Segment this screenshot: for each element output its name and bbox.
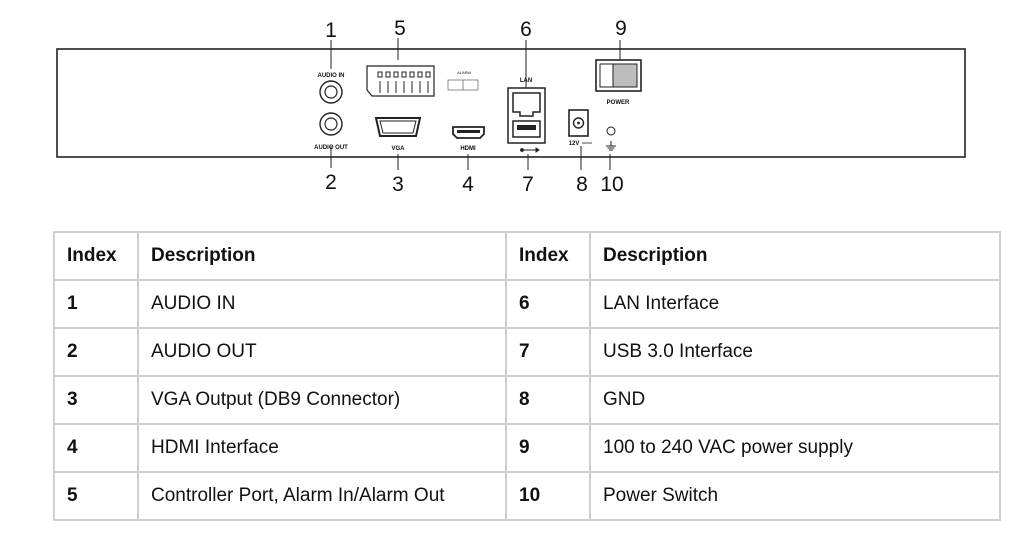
- index-cell: 5: [53, 471, 139, 521]
- index-cell: 7: [505, 327, 591, 377]
- index-cell: 1: [53, 279, 139, 329]
- ground-screw-icon: [606, 126, 616, 151]
- callout-8: 8: [576, 173, 588, 196]
- callout-9: 9: [615, 17, 627, 40]
- index-cell: 2: [53, 327, 139, 377]
- description-cell: Power Switch: [589, 471, 1001, 521]
- index-cell: 6: [505, 279, 591, 329]
- table-row: 1 AUDIO IN 6 LAN Interface: [53, 279, 1001, 329]
- header-description: Description: [137, 231, 507, 281]
- terminal-block-icon: [366, 65, 435, 97]
- usb-symbol-icon: [520, 147, 540, 153]
- hdmi-label: HDMI: [460, 146, 476, 152]
- alarm-label-icon: ALARM: [447, 70, 479, 91]
- callout-6: 6: [520, 18, 532, 41]
- description-cell: GND: [589, 375, 1001, 425]
- description-cell: LAN Interface: [589, 279, 1001, 329]
- description-cell: VGA Output (DB9 Connector): [137, 375, 507, 425]
- description-cell: AUDIO OUT: [137, 327, 507, 377]
- callout-7: 7: [522, 173, 534, 196]
- vga-label: VGA: [391, 146, 405, 152]
- header-index: Index: [53, 231, 139, 281]
- header-description: Description: [589, 231, 1001, 281]
- vga-port-icon: VGA: [374, 117, 422, 152]
- table-row: 4 HDMI Interface 9 100 to 240 VAC power …: [53, 423, 1001, 473]
- audio-in-jack-icon: AUDIO IN: [318, 73, 345, 104]
- callout-10: 10: [600, 173, 623, 196]
- callout-5: 5: [394, 17, 406, 40]
- index-cell: 4: [53, 423, 139, 473]
- description-cell: Controller Port, Alarm In/Alarm Out: [137, 471, 507, 521]
- description-cell: USB 3.0 Interface: [589, 327, 1001, 377]
- dc-power-jack-icon: 12V: [568, 109, 592, 147]
- lan-label: LAN: [520, 78, 532, 84]
- table-header-row: Index Description Index Description: [53, 231, 1001, 281]
- callout-2: 2: [325, 171, 337, 194]
- device-panel: [56, 48, 966, 158]
- index-cell: 10: [505, 471, 591, 521]
- callout-3: 3: [392, 173, 404, 196]
- index-cell: 9: [505, 423, 591, 473]
- description-cell: HDMI Interface: [137, 423, 507, 473]
- table-row: 3 VGA Output (DB9 Connector) 8 GND: [53, 375, 1001, 425]
- power-switch-icon: POWER: [595, 59, 642, 106]
- rear-panel-diagram: 1 2 3 4 5 6 7 8 9 10 AUDIO IN AUDIO OUT …: [56, 17, 966, 196]
- audio-out-label: AUDIO OUT: [314, 145, 348, 151]
- audio-in-label: AUDIO IN: [318, 73, 345, 79]
- dc-label: 12V: [569, 141, 580, 147]
- description-cell: 100 to 240 VAC power supply: [589, 423, 1001, 473]
- description-cell: AUDIO IN: [137, 279, 507, 329]
- index-cell: 3: [53, 375, 139, 425]
- audio-out-jack-icon: AUDIO OUT: [314, 112, 348, 151]
- alarm-label: ALARM: [457, 70, 471, 75]
- index-cell: 8: [505, 375, 591, 425]
- lan-usb-block-icon: LAN: [507, 78, 546, 144]
- header-index: Index: [505, 231, 591, 281]
- table-row: 5 Controller Port, Alarm In/Alarm Out 10…: [53, 471, 1001, 521]
- leader-lines: [330, 38, 621, 170]
- power-label: POWER: [607, 100, 630, 106]
- callout-1: 1: [325, 19, 337, 42]
- port-description-table: Index Description Index Description 1 AU…: [53, 231, 1001, 521]
- callout-4: 4: [462, 173, 474, 196]
- table-row: 2 AUDIO OUT 7 USB 3.0 Interface: [53, 327, 1001, 377]
- hdmi-port-icon: HDMI: [452, 126, 485, 152]
